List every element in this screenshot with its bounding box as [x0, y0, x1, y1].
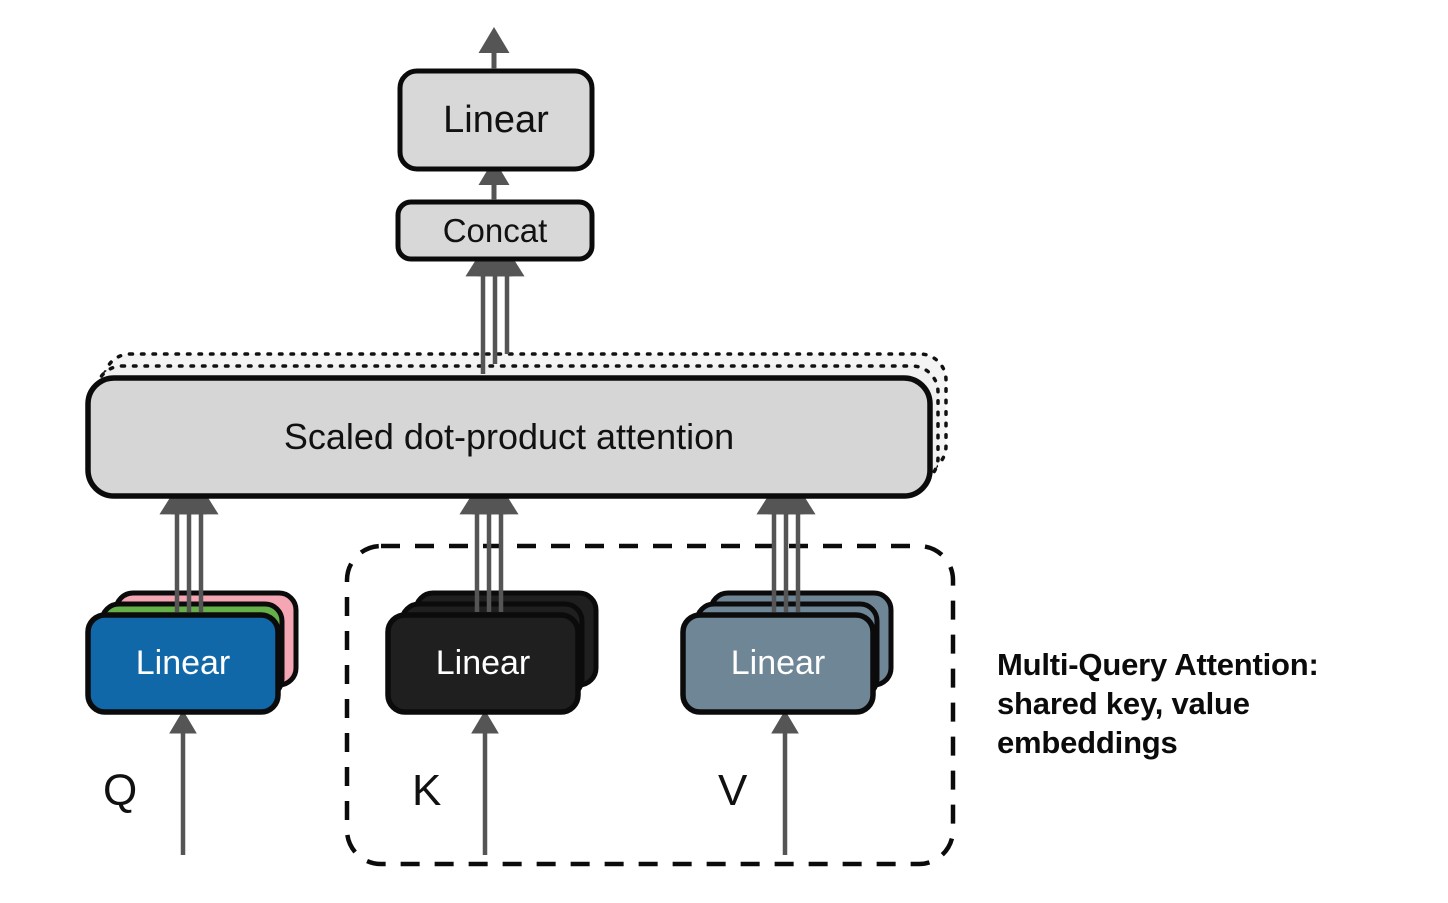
input-label-k: K: [412, 766, 442, 815]
k-linear-stack[interactable]: [385, 590, 599, 715]
annotation-line-3: embeddings: [997, 725, 1178, 760]
arrows-q-to-attention: [159, 486, 219, 612]
shared-kv-dashed-group: [344, 543, 956, 867]
multi-query-attention-annotation: Multi-Query Attention: shared key, value…: [997, 645, 1417, 762]
q-linear-stack[interactable]: [85, 590, 299, 715]
arrows-attention-to-concat: [465, 248, 525, 374]
input-label-q: Q: [103, 766, 138, 815]
output-linear-box[interactable]: [397, 68, 595, 172]
arrows-v-to-attention: [756, 486, 816, 612]
annotation-line-2: shared key, value: [997, 686, 1250, 721]
annotation-line-1: Multi-Query Attention:: [997, 647, 1319, 682]
arrows-k-to-attention: [459, 486, 519, 612]
v-linear-front: [680, 612, 876, 715]
v-linear-stack[interactable]: [680, 590, 894, 715]
input-label-v: V: [718, 766, 748, 815]
concat-box[interactable]: [395, 199, 595, 262]
k-linear-front: [385, 612, 581, 715]
q-linear-front-blue: [85, 612, 281, 715]
scaled-dot-product-attention-box[interactable]: [85, 375, 933, 499]
